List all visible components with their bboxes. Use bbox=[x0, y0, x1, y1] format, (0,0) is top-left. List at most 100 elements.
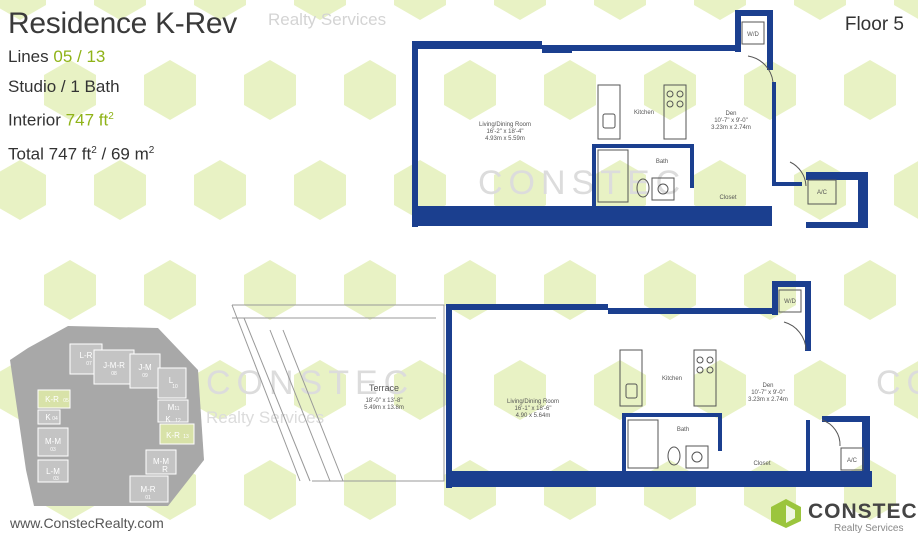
lines-value: 05 / 13 bbox=[53, 47, 106, 66]
km-unit-num: 03 bbox=[50, 447, 56, 453]
upper-den-dim: 10'-7" x 9'-0" bbox=[714, 118, 748, 124]
interior-value: 747 ft bbox=[65, 110, 109, 130]
km-unit-num: 13 bbox=[183, 434, 189, 440]
background-hex bbox=[494, 360, 546, 420]
floor-label: Floor 5 bbox=[844, 14, 904, 35]
website-link[interactable]: www.ConstecRealty.com bbox=[10, 515, 164, 531]
terrace-label: Terrace bbox=[369, 383, 399, 393]
background-hex bbox=[294, 360, 346, 420]
km-unit-code: K-R bbox=[45, 395, 59, 404]
background-hex bbox=[294, 160, 346, 220]
background-hex bbox=[244, 460, 296, 520]
interior-row: Interior 747 ft2 bbox=[8, 102, 237, 136]
km-unit-code: K bbox=[165, 415, 171, 424]
background-hex bbox=[894, 361, 918, 419]
title-watermark: Realty Services bbox=[268, 10, 387, 29]
lines-row: Lines 05 / 13 bbox=[8, 42, 237, 72]
lower-den-m: 3.23m x 2.74m bbox=[748, 397, 788, 403]
total-sep: / bbox=[96, 144, 111, 164]
km-unit-num: 01 bbox=[145, 495, 151, 501]
background-hex bbox=[0, 160, 46, 220]
background-hex bbox=[294, 0, 346, 20]
background-hex bbox=[694, 160, 746, 220]
terrace-dim: 18'-0" x 13'-8" bbox=[366, 398, 403, 404]
background-hex bbox=[344, 60, 396, 120]
km-unit-num: 03 bbox=[53, 476, 59, 482]
upper-closet-label: Closet bbox=[719, 195, 736, 201]
background-hex bbox=[794, 0, 846, 20]
building-key-map: L-R 07 J-M-R 08 J-M 09 L 10 M 11 K-R 13 … bbox=[10, 326, 204, 506]
total-value-ft: 747 ft bbox=[48, 144, 92, 164]
background-hex bbox=[744, 260, 796, 320]
km-unit-code: K bbox=[45, 413, 51, 422]
lower-floor-plan bbox=[446, 281, 872, 488]
km-unit-code: M-M bbox=[45, 437, 61, 446]
watermark-brand: CONSTEC bbox=[876, 364, 918, 402]
background-hex bbox=[144, 60, 196, 120]
upper-plan-labels: Living/Dining Room 16'-2" x 18'-4" 4.93m… bbox=[479, 32, 828, 201]
lower-living-m: 4.90 x 5.64m bbox=[516, 413, 551, 419]
background-hex bbox=[494, 160, 546, 220]
highlight-unit-13 bbox=[159, 423, 195, 445]
km-unit-code: M bbox=[168, 403, 175, 412]
interior-sup: 2 bbox=[108, 111, 114, 122]
background-hex bbox=[594, 160, 646, 220]
background-hex bbox=[444, 60, 496, 120]
background-hex bbox=[794, 360, 846, 420]
background-hex bbox=[94, 160, 146, 220]
background-hex bbox=[594, 0, 646, 20]
lower-kitchen-label: Kitchen bbox=[662, 376, 682, 382]
upper-living-dim: 16'-2" x 18'-4" bbox=[487, 129, 524, 135]
lower-living-label: Living/Dining Room bbox=[507, 399, 559, 405]
background-hex bbox=[44, 60, 96, 120]
background-hex bbox=[144, 260, 196, 320]
km-unit-num: 10 bbox=[172, 384, 178, 390]
watermark-sub: Realty Services bbox=[206, 408, 325, 427]
upper-floor-plan bbox=[412, 10, 868, 228]
lower-bath-label: Bath bbox=[677, 427, 689, 433]
km-unit-num: 09 bbox=[142, 373, 148, 379]
lower-den-dim: 10'-7" x 9'-0" bbox=[751, 390, 785, 396]
background-hex bbox=[194, 160, 246, 220]
background-hex bbox=[644, 260, 696, 320]
km-unit-num: 04 bbox=[52, 416, 58, 422]
lower-ac-label: A/C bbox=[847, 458, 858, 464]
background-hex bbox=[94, 0, 146, 20]
lines-label: Lines bbox=[8, 47, 49, 66]
km-unit-num: 12 bbox=[175, 418, 181, 424]
background-hex bbox=[194, 360, 246, 420]
background-hex bbox=[194, 0, 246, 20]
km-unit-code: K-R bbox=[166, 431, 180, 440]
background-hex bbox=[844, 60, 896, 120]
total-label: Total bbox=[8, 144, 44, 164]
upper-den-label: Den bbox=[725, 111, 736, 117]
listing-info: Residence K-Rev Lines 05 / 13 Studio / 1… bbox=[8, 6, 237, 169]
lower-plan-labels: Terrace 18'-0" x 13'-8" 5.49m x 13.8m Li… bbox=[364, 299, 858, 467]
background-hex bbox=[0, 0, 46, 20]
km-unit-code: R bbox=[162, 465, 168, 474]
upper-wd-label: W/D bbox=[747, 32, 759, 38]
lower-closet-label: Closet bbox=[753, 461, 770, 467]
km-unit-code: L bbox=[169, 376, 174, 385]
upper-den-m: 3.23m x 2.74m bbox=[711, 125, 751, 131]
background-hex bbox=[494, 0, 546, 20]
upper-living-m: 4.93m x 5.59m bbox=[485, 136, 525, 142]
km-unit-code: M-M bbox=[153, 457, 169, 466]
lower-plan-details bbox=[619, 289, 864, 471]
background-hex bbox=[694, 0, 746, 20]
km-unit-code: M-R bbox=[140, 485, 155, 494]
lower-living-dim: 16'-1" x 18'-6" bbox=[515, 406, 552, 412]
upper-bath-label: Bath bbox=[656, 159, 668, 165]
background-hex bbox=[244, 60, 296, 120]
km-unit-code: J-M-R bbox=[103, 361, 125, 370]
background-hex bbox=[344, 460, 396, 520]
km-unit-num: 05 bbox=[63, 398, 69, 404]
lower-terrace-outline bbox=[231, 304, 445, 482]
watermark-brand: CONSTEC bbox=[206, 364, 415, 402]
constec-logo-icon bbox=[771, 499, 801, 528]
total-value-m: 69 m bbox=[110, 144, 149, 164]
lower-den-label: Den bbox=[762, 383, 773, 389]
background-hex bbox=[394, 160, 446, 220]
upper-plan-details bbox=[597, 21, 837, 205]
